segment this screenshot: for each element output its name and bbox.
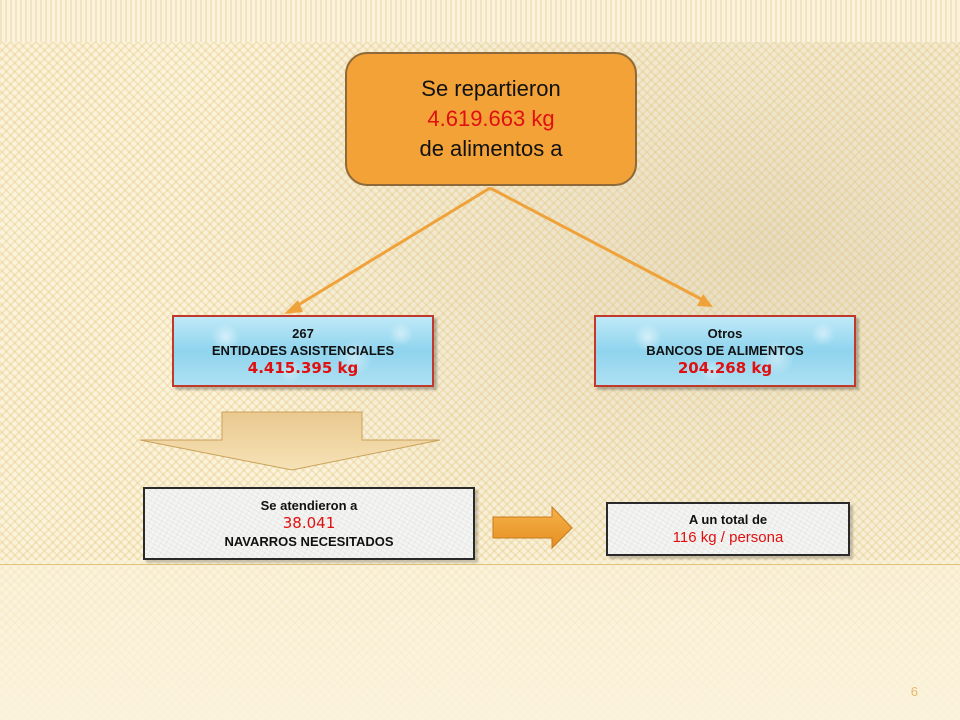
bancos-label: BANCOS DE ALIMENTOS bbox=[646, 342, 804, 358]
total-line-1: A un total de bbox=[688, 512, 768, 527]
bancos-line-1: Otros bbox=[707, 325, 743, 341]
right-arrow-icon bbox=[492, 505, 573, 550]
atendidos-line-1: Se atendieron a bbox=[260, 498, 358, 513]
summary-line-1: Se repartieron bbox=[421, 76, 561, 101]
total-box: A un total de 116 kg / persona bbox=[606, 502, 850, 556]
connector-left bbox=[284, 186, 491, 314]
entidades-label: ENTIDADES ASISTENCIALES bbox=[211, 342, 395, 358]
summary-amount: 4.619.663 kg bbox=[427, 106, 555, 131]
connector-right bbox=[489, 186, 713, 307]
top-band bbox=[0, 0, 960, 42]
bottom-fade bbox=[0, 560, 960, 720]
atendidos-box: Se atendieron a 38.041 NAVARROS NECESITA… bbox=[143, 487, 475, 560]
footer-divider bbox=[0, 564, 960, 565]
bancos-box: Otros BANCOS DE ALIMENTOS 204.268 kg bbox=[594, 315, 856, 387]
down-arrow-icon bbox=[139, 411, 441, 471]
bancos-amount: 204.268 kg bbox=[677, 358, 773, 377]
summary-line-3: de alimentos a bbox=[419, 136, 563, 161]
entidades-count: 267 bbox=[292, 325, 314, 341]
entidades-amount: 4.415.395 kg bbox=[247, 358, 359, 377]
atendidos-label: NAVARROS NECESITADOS bbox=[224, 534, 394, 549]
summary-box: Se repartieron 4.619.663 kg de alimentos… bbox=[345, 52, 637, 186]
page-number: 6 bbox=[910, 684, 918, 699]
total-value: 116 kg / persona bbox=[672, 529, 784, 546]
atendidos-count: 38.041 bbox=[282, 514, 336, 532]
entidades-box: 267 ENTIDADES ASISTENCIALES 4.415.395 kg bbox=[172, 315, 434, 387]
